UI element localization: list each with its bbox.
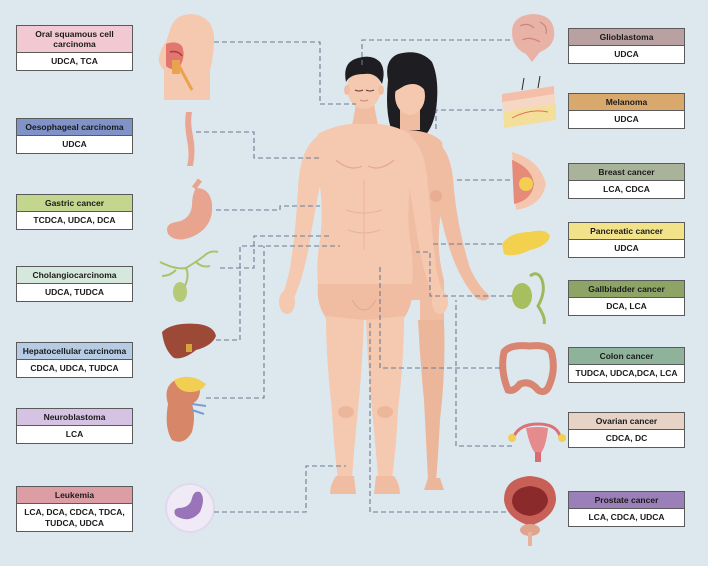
card-melanoma: Melanoma UDCA <box>568 93 685 129</box>
card-drugs: UDCA, TCA <box>17 53 132 70</box>
card-title: Leukemia <box>17 487 132 505</box>
skin-section-icon <box>502 75 556 128</box>
card-title: Glioblastoma <box>569 29 684 47</box>
card-drugs: TUDCA, UDCA,DCA, LCA <box>569 365 684 382</box>
pancreas-icon <box>502 230 550 256</box>
brain-icon <box>512 14 555 62</box>
card-oral: Oral squamous cell carcinoma UDCA, TCA <box>16 25 133 71</box>
card-title: Colon cancer <box>569 348 684 366</box>
card-title: Neuroblastoma <box>17 409 132 427</box>
colon-icon <box>499 342 557 396</box>
card-drugs: CDCA, UDCA, TUDCA <box>17 360 132 377</box>
card-gastric: Gastric cancer TCDCA, UDCA, DCA <box>16 194 133 230</box>
card-drugs: CDCA, DC <box>569 430 684 447</box>
kidney-icon <box>166 376 207 442</box>
card-oesophageal: Oesophageal carcinoma UDCA <box>16 118 133 154</box>
card-ovarian: Ovarian cancer CDCA, DC <box>568 412 685 448</box>
bile-duct-icon <box>159 250 219 302</box>
blood-cell-icon <box>165 483 215 533</box>
card-drugs: LCA <box>17 426 132 443</box>
card-title: Prostate cancer <box>569 492 684 510</box>
card-cholangio: Cholangiocarcinoma UDCA, TUDCA <box>16 266 133 302</box>
card-drugs: UDCA <box>17 136 132 153</box>
card-drugs: LCA, CDCA <box>569 181 684 198</box>
card-hcc: Hepatocellular carcinoma CDCA, UDCA, TUD… <box>16 342 133 378</box>
breast-icon <box>512 152 546 210</box>
card-title: Oesophageal carcinoma <box>17 119 132 137</box>
card-leukemia: Leukemia LCA, DCA, CDCA, TDCA, TUDCA, UD… <box>16 486 133 533</box>
card-drugs: DCA, LCA <box>569 298 684 315</box>
card-neuroblastoma: Neuroblastoma LCA <box>16 408 133 444</box>
gallbladder-icon <box>512 272 546 325</box>
prostate-icon <box>504 476 556 546</box>
liver-icon <box>162 323 216 359</box>
card-glioblastoma: Glioblastoma UDCA <box>568 28 685 64</box>
card-drugs: UDCA <box>569 240 684 257</box>
oesophagus-icon <box>185 112 195 166</box>
head-profile-icon <box>158 14 214 100</box>
card-gallbladder: Gallbladder cancer DCA, LCA <box>568 280 685 316</box>
card-colon: Colon cancer TUDCA, UDCA,DCA, LCA <box>568 347 685 383</box>
card-drugs: UDCA, TUDCA <box>17 284 132 301</box>
connector-lines <box>196 39 512 513</box>
card-drugs: UDCA <box>569 46 684 63</box>
card-title: Hepatocellular carcinoma <box>17 343 132 361</box>
card-prostate: Prostate cancer LCA, CDCA, UDCA <box>568 491 685 527</box>
card-title: Breast cancer <box>569 164 684 182</box>
card-title: Oral squamous cell carcinoma <box>17 26 132 54</box>
card-title: Gallbladder cancer <box>569 281 684 299</box>
card-title: Gastric cancer <box>17 195 132 213</box>
male-figure <box>279 56 448 494</box>
card-title: Pancreatic cancer <box>569 223 684 241</box>
card-title: Cholangiocarcinoma <box>17 267 132 285</box>
card-title: Ovarian cancer <box>569 413 684 431</box>
card-pancreatic: Pancreatic cancer UDCA <box>568 222 685 258</box>
card-drugs: LCA, CDCA, UDCA <box>569 509 684 526</box>
stomach-icon <box>167 178 213 240</box>
card-drugs: UDCA <box>569 111 684 128</box>
card-drugs: LCA, DCA, CDCA, TDCA, TUDCA, UDCA <box>17 504 132 532</box>
card-breast: Breast cancer LCA, CDCA <box>568 163 685 199</box>
card-drugs: TCDCA, UDCA, DCA <box>17 212 132 229</box>
uterus-icon <box>508 422 566 462</box>
card-title: Melanoma <box>569 94 684 112</box>
